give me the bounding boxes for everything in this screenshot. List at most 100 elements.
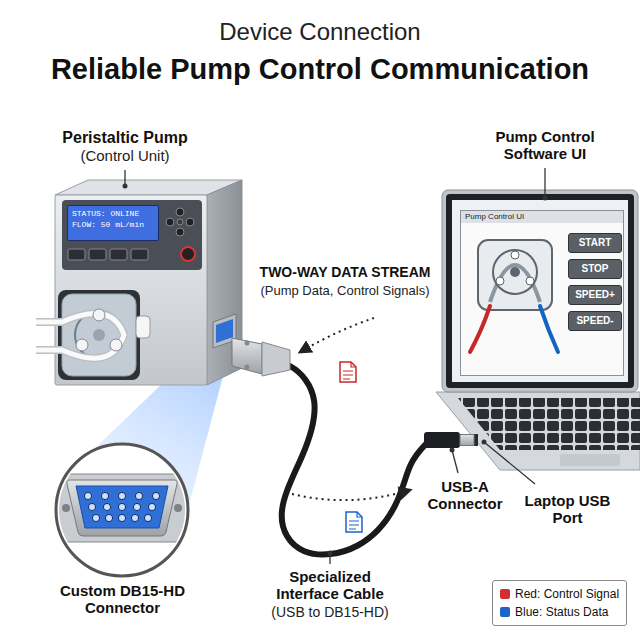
flow-readout: FLOW: 50 mL/min: [72, 220, 154, 231]
ui-tube-out: [540, 306, 558, 352]
keypad-key: [166, 218, 174, 226]
keypad-key: [176, 228, 184, 236]
keyboard: [458, 398, 640, 450]
usb-plug: [424, 432, 474, 448]
software-window: Pump Control UISTARTSTOPSPEED+SPEED-: [460, 210, 624, 376]
pin-socket: [131, 514, 138, 521]
clamp-knob: [136, 316, 150, 338]
part-heading: Pump Control Software UI: [470, 128, 620, 163]
control-doc-icon: [340, 362, 356, 382]
doc-sheet: [346, 512, 362, 532]
leader-dot: [450, 448, 455, 453]
zoom-outline: [56, 444, 188, 576]
leader-line: [452, 450, 458, 473]
status-readout: STATUS: ONLINE: [72, 209, 154, 220]
part-heading: Peristaltic Pump: [35, 128, 215, 147]
screen-bezel: [446, 194, 634, 388]
legend-swatch: [500, 607, 510, 617]
db15-plug: [232, 338, 290, 376]
leader-dot: [328, 551, 333, 556]
panel-button: [68, 249, 85, 260]
plug-screw: [245, 365, 250, 370]
pin-sockets: [84, 492, 159, 521]
callout-label: Laptop USB Port: [515, 492, 620, 527]
doc-lines: [343, 362, 356, 379]
pin-socket: [92, 514, 99, 521]
leader-dot: [482, 440, 487, 445]
lcd-display: STATUS: ONLINEFLOW: 50 mL/min: [67, 205, 159, 241]
data-arrow: [300, 318, 374, 352]
screen: [452, 200, 628, 382]
plug-shell: [232, 338, 262, 374]
pin-socket: [144, 514, 151, 521]
status-doc-icon: [346, 512, 362, 532]
part-subheading: (Control Unit): [35, 147, 215, 165]
interface-cable: [250, 358, 430, 555]
tubing: [36, 314, 124, 359]
doc-lines: [349, 512, 362, 529]
control-button: SPEED+: [568, 285, 622, 305]
db15-closeup: [58, 474, 186, 542]
connector-insert: [76, 486, 168, 528]
laptop-base: [436, 392, 640, 470]
legend-text: Blue: Status Data: [515, 605, 608, 619]
legend-entry: Blue: Status Data: [500, 603, 619, 621]
keypad-key: [186, 218, 194, 226]
ui-roller: [511, 251, 519, 259]
pin-socket: [152, 492, 159, 499]
laptop-lid: [442, 190, 638, 392]
pin-socket: [103, 503, 110, 510]
pin-socket: [105, 514, 112, 521]
button-label: START: [573, 237, 617, 249]
roller: [93, 309, 105, 321]
pump-unit: Peristaltic Pump(Control Unit) STATUS: ON…: [35, 128, 250, 390]
leader-dot: [123, 184, 128, 189]
pin-socket: [118, 503, 125, 510]
edge-group: [250, 358, 430, 555]
roller: [110, 339, 122, 351]
plug-screw: [245, 341, 250, 346]
leader-lines: [123, 168, 548, 564]
callout-label: Specialized Interface Cable: [262, 568, 398, 603]
data-arrow: [292, 490, 410, 500]
callout-label: USB-A Connector: [420, 478, 510, 513]
laptop: Pump Control Software UIPump Control UIS…: [430, 128, 640, 472]
ui-pump-housing: [478, 240, 552, 310]
pin-socket: [101, 492, 108, 499]
leader-dot: [543, 196, 548, 201]
legend-text: Red: Control Signal: [515, 587, 619, 601]
pin-socket: [118, 514, 125, 521]
pin-socket: [133, 503, 140, 510]
legend-entry: Red: Control Signal: [500, 585, 619, 603]
part-heading: Custom DB15-HD Connector: [40, 582, 205, 617]
zoom-circle: [56, 444, 188, 576]
window-titlebar: [460, 210, 624, 223]
screw-hole: [174, 504, 182, 512]
tubing: [36, 314, 124, 359]
ui-rotor: [493, 250, 537, 294]
pin-socket: [148, 503, 155, 510]
ui-tube-in: [470, 306, 490, 352]
legend-box: Red: Control SignalBlue: Status Data: [492, 580, 627, 626]
legend-swatch: [500, 589, 510, 599]
pump-illustration: [36, 180, 242, 385]
doc-sheet: [340, 362, 356, 382]
ui-tube: [490, 265, 540, 302]
pin-socket: [118, 492, 125, 499]
header-line: Device Connection: [0, 18, 640, 47]
plug-hood: [262, 342, 290, 376]
panel-button: [110, 249, 127, 260]
control-button: START: [568, 233, 622, 253]
button-label: SPEED-: [573, 315, 617, 327]
connector-zoom: Custom DB15-HD Connector: [40, 440, 205, 626]
button-label: STOP: [573, 263, 617, 275]
roller: [76, 339, 88, 351]
ui-hub: [510, 267, 520, 277]
title: Reliable Pump Control Communication: [0, 52, 640, 87]
usb-plug-tip: [460, 435, 474, 446]
panel-button: [89, 249, 106, 260]
callout-note: (USB to DB15-HD): [245, 604, 415, 621]
mount-plate: [58, 474, 186, 542]
